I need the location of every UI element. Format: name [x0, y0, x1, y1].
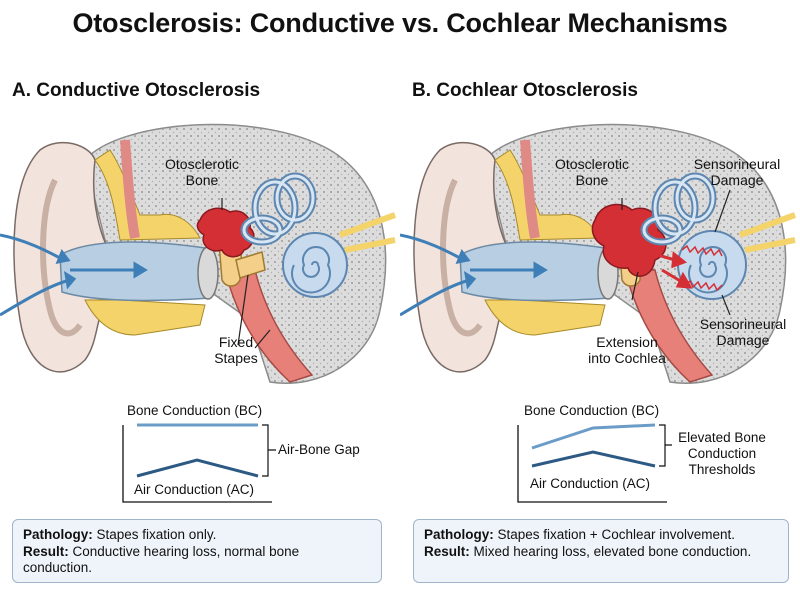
ac-line: [136, 458, 259, 478]
cochlea: [282, 232, 348, 298]
sound-wave-arrows: [399, 233, 548, 317]
panel-a-title: A. Conductive Otosclerosis: [12, 80, 261, 101]
audiogram-a-svg: [122, 423, 276, 503]
label-sensorineural-damage-top: Sensorineural Damage: [693, 156, 781, 188]
damaged-cochlea: [677, 230, 747, 300]
eustachian-tube: [224, 269, 314, 383]
air-bone-gap-label: Air-Bone Gap: [278, 442, 360, 457]
ear-illustration-b: [399, 123, 797, 384]
page-title: Otosclerosis: Conductive vs. Cochlear Me…: [72, 8, 728, 38]
bc-label-b: Bone Conduction (BC): [524, 403, 660, 418]
label-fixed-stapes: Fixed Stapes: [214, 334, 258, 366]
sound-wave-arrows: [0, 233, 148, 317]
eustachian-tube: [624, 269, 714, 383]
panel-b-summary-box: Pathology: Stapes fixation + Cochlear in…: [413, 519, 789, 583]
ac-label-a: Air Conduction (AC): [134, 482, 255, 497]
panel-a-ear-diagram: Otosclerotic Bone Fixed Stapes: [0, 120, 400, 390]
result-line-b: Result: Mixed hearing loss, elevated bon…: [424, 543, 752, 559]
result-line-a: Result: Conductive hearing loss, normal …: [23, 543, 300, 576]
pathology-line-b: Pathology: Stapes fixation + Cochlear in…: [424, 527, 736, 542]
ac-label-b: Air Conduction (AC): [530, 476, 651, 491]
panel-b-title: B. Cochlear Otosclerosis: [412, 80, 638, 101]
gap-bracket: [262, 424, 276, 477]
label-otosclerotic-bone-a: Otosclerotic Bone: [165, 156, 239, 188]
damage-zigzag: [681, 244, 723, 292]
panel-a-audiogram: Bone Conduction (BC) Air Conduction (AC)…: [0, 400, 400, 515]
elevated-thresholds-label: Elevated Bone Conduction Thresholds: [678, 430, 766, 477]
stapes: [235, 251, 266, 279]
cartilage-lower: [84, 299, 206, 336]
panel-a-summary-box: Pathology: Stapes fixation only. Result:…: [12, 519, 382, 583]
cartilage-lower: [484, 299, 606, 336]
ear-illustration-a: [0, 123, 397, 384]
eardrum: [197, 246, 219, 300]
bc-label-a: Bone Conduction (BC): [127, 403, 263, 418]
graph-axes: [122, 425, 272, 503]
panel-b-ear-diagram: Otosclerotic Bone Sensorineural Damage S…: [399, 120, 800, 390]
label-otosclerotic-bone-b: Otosclerotic Bone: [555, 156, 629, 188]
panel-b-audiogram: Bone Conduction (BC) Air Conduction (AC)…: [400, 400, 800, 515]
audiogram-b-svg: [517, 423, 672, 503]
label-sensorineural-damage-bottom: Sensorineural Damage: [699, 316, 787, 348]
elevated-bracket: [659, 424, 672, 467]
pathology-line-a: Pathology: Stapes fixation only.: [23, 527, 217, 542]
label-extension-into-cochlea: Extension into Cochlea: [588, 334, 666, 366]
ac-line: [531, 450, 656, 468]
graph-axes: [517, 425, 667, 503]
otosclerotic-lesion: [196, 207, 255, 258]
extension-arrows: [657, 251, 693, 289]
bc-line: [531, 423, 656, 450]
